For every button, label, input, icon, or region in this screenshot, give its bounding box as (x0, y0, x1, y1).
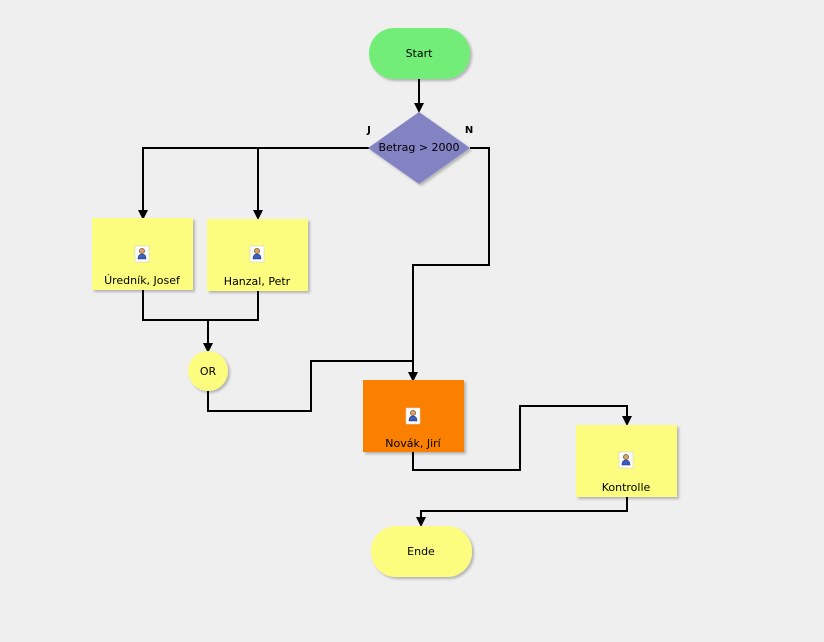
task-hanzal-petr[interactable]: Hanzal, Petr (207, 219, 308, 291)
task-label: Hanzal, Petr (224, 275, 291, 288)
or-shape (188, 351, 228, 391)
end-node[interactable] (371, 526, 472, 577)
decision-shape (368, 112, 470, 184)
end-label: Ende (407, 545, 435, 558)
connector-hanzal-or (208, 290, 259, 321)
decision-label: Betrag > 2000 (378, 141, 459, 154)
connector-uredník-or (142, 290, 213, 353)
start-label: Start (406, 47, 434, 60)
connector-or-novak (207, 360, 413, 412)
task-label: Kontrolle (602, 481, 651, 494)
user-icon (249, 245, 265, 263)
connector-kontrolle-ende (416, 497, 628, 527)
user-icon (405, 407, 421, 425)
end-shape (371, 526, 472, 577)
start-shape (369, 28, 470, 79)
connector-novak-kontrolle (412, 405, 632, 471)
user-icon (618, 451, 634, 469)
task-kontrolle[interactable]: Kontrolle (576, 425, 677, 497)
task-label: Novák, Jirí (385, 437, 441, 450)
start-node[interactable] (369, 28, 470, 79)
or-gateway[interactable]: OR (188, 351, 228, 391)
connector-decision-novak (408, 147, 490, 382)
decision-node[interactable] (368, 112, 470, 184)
user-icon (134, 245, 150, 263)
connector-decision-uredník (138, 147, 370, 220)
connectors (138, 78, 632, 527)
task-label: Úredník, Josef (104, 274, 181, 287)
decision-no-label: N (465, 125, 473, 136)
or-label: OR (200, 365, 217, 378)
task-uredník-josef[interactable]: Úredník, Josef (92, 218, 193, 290)
decision-yes-label: J (366, 125, 371, 136)
task-novak-jiri[interactable]: Novák, Jirí (363, 380, 464, 452)
